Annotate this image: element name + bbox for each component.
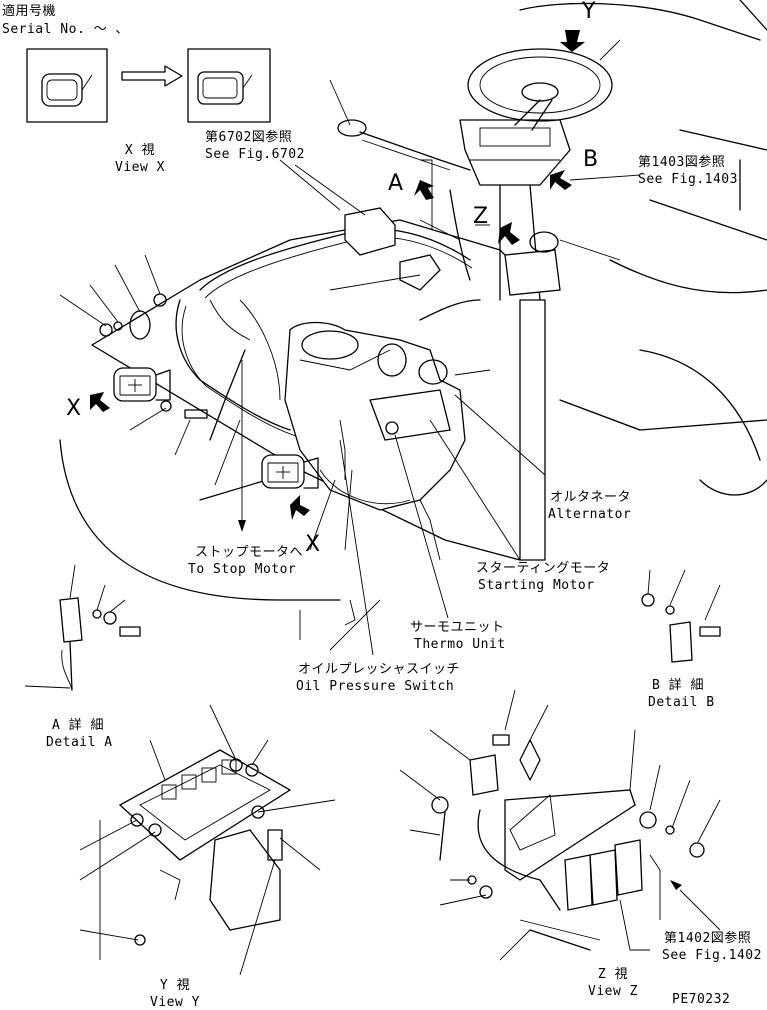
fig1402-ref-en: See Fig.1402 [662,948,762,963]
starting-motor-label-en: Starting Motor [478,578,595,593]
view-letter-y: Y [582,0,596,24]
thermo-unit-label-en: Thermo Unit [414,637,506,652]
oil-pressure-switch-label-jp: オイルプレッシャスイッチ [298,662,461,677]
steering-wheel [467,48,613,131]
view-x-label-en: View X [115,160,165,175]
stop-motor-label-jp: ストップモータへ [195,545,304,560]
view-y-label-jp: Y 視 [159,978,191,993]
control-lever [337,119,471,171]
detail-b-label-en: Detail B [648,695,715,710]
thermo-unit-label-jp: サーモユニット [410,620,505,635]
detail-b-label-jp: B 詳 細 [652,678,704,693]
detail-b-drawing [641,569,721,663]
engine [284,321,466,561]
fig1403-ref-jp: 第1403図参照 [638,155,726,170]
fig1402-ref-jp: 第1402図参照 [664,931,752,946]
cab-body [519,0,767,496]
view-z-label-en: View Z [588,984,638,999]
view-letter-b: B [583,147,599,172]
detail-a-label-en: Detail A [46,735,113,750]
view-letter-z: Z [473,204,489,229]
work-lamp-front [113,367,171,402]
drawing-code: PE70232 [672,992,731,1007]
oil-pressure-switch-label-en: Oil Pressure Switch [296,679,455,694]
serial-label-jp: 適用号機 [2,4,57,19]
view-z-label-jp: Z 視 [597,967,629,982]
view-y-drawing [79,704,336,976]
stop-motor-arrow [238,520,246,532]
lamp-new-box [187,48,271,123]
view-z-drawing [399,689,721,961]
alternator-label-jp: オルタネータ [550,490,632,505]
alternator-label-en: Alternator [548,507,632,522]
view-arrows [90,30,585,520]
view-letter-x-bottom: X [305,532,321,557]
stop-motor-label-en: To Stop Motor [188,562,297,577]
view-x-label-jp: X 視 [124,143,156,158]
starting-motor-label-jp: スターティングモータ [476,561,611,576]
fig6702-ref-jp: 第6702図参照 [205,130,293,145]
relay-box-top [344,207,561,296]
detail-a-drawing [24,564,141,691]
leader-lines [59,79,641,656]
detail-a-label-jp: A 詳 細 [52,718,104,733]
horn-bracket [99,293,208,419]
work-lamp-side [261,454,319,489]
view-letter-a: A [388,171,404,196]
serial-label-en: Serial No. ～ 、 [2,22,129,37]
view-y-label-en: View Y [150,995,200,1010]
fig1403-ref-en: See Fig.1403 [638,172,738,187]
serial-arrow [121,65,183,87]
fig6702-ref-en: See Fig.6702 [205,147,305,162]
view-letter-x-left: X [66,396,82,421]
lamp-old-box [26,48,108,123]
